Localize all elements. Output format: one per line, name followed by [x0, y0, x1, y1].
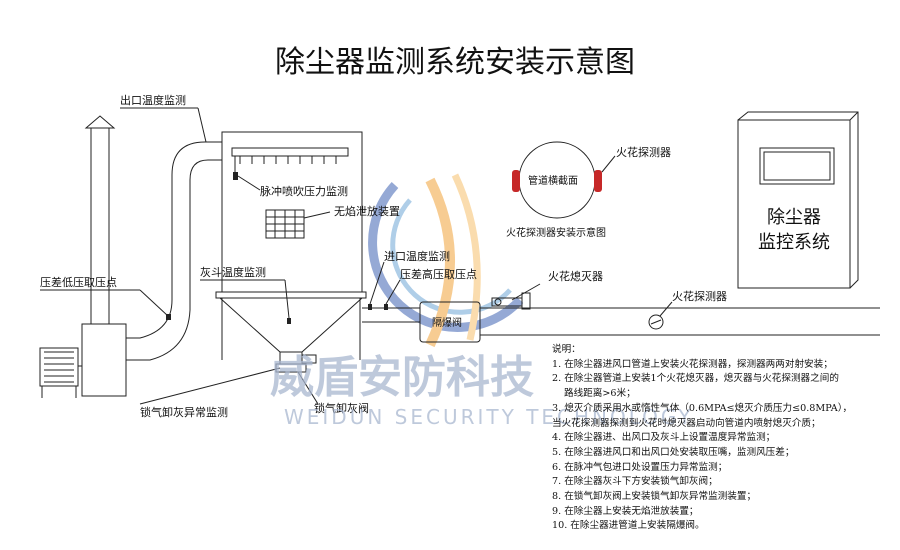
isolation-valve [419, 301, 481, 343]
notes-panel: 说明： 1. 在除尘器进风口管道上安装火花探测器，探测器两两对射安装； 2. 在… [552, 343, 897, 534]
hopper-temp-sensor [287, 318, 291, 324]
spark-detector-right [594, 170, 602, 192]
label-pipe-section: 管道横截面 [528, 174, 578, 187]
label-hopper-temp: 灰斗温度监测 [200, 265, 266, 279]
label-inlet-temp: 进口温度监测 [384, 249, 450, 263]
outlet-duct [126, 141, 222, 361]
note-item: 路线距离>6米； [564, 388, 636, 400]
cabinet-label-line1: 除尘器 [767, 207, 821, 228]
exhaust-stack [84, 115, 116, 325]
inlet-temp-sensor [368, 304, 372, 310]
watermark-text: 威盾安防科技 [270, 352, 534, 403]
label-spark-extinguisher: 火花熄灭器 [548, 269, 603, 283]
pipe-spark-detector [648, 314, 664, 330]
label-diff-low: 压差低压取压点 [40, 275, 117, 289]
pipe-cross-section [512, 141, 616, 219]
note-item: 8. 在锁气卸灰阀上安装锁气卸灰异常监测装置； [552, 491, 757, 503]
note-item: 6. 在脉冲气包进口处设置压力异常监测； [552, 461, 728, 473]
label-isolation-valve: 隔爆阀 [432, 316, 462, 329]
flameless-vent-device [265, 209, 305, 239]
label-pulse-pressure: 脉冲喷吹压力监测 [260, 184, 348, 198]
diff-high-tap [384, 304, 388, 310]
label-spark-install-caption: 火花探测器安装示意图 [506, 226, 606, 239]
note-item: 2. 在除尘器管道上安装1个火花熄灭器，熄灭器与火花探测器之间的 [552, 373, 839, 385]
label-airlock-alarm: 锁气卸灰异常监测 [140, 405, 228, 419]
label-flameless-vent: 无焰泄放装置 [334, 204, 400, 218]
note-item: 5. 在除尘器进风口和出风口处安装取压嘴，监测风压差； [552, 446, 795, 458]
note-item: 当火花探测器探测到火花时熄灭器启动向管道内喷射熄灭介质； [552, 417, 821, 429]
inlet-duct [166, 292, 880, 343]
note-item: 3. 熄灭介质采用水或惰性气体（0.6MPA≤熄灭介质压力≤0.8MPA）， [552, 402, 853, 414]
label-spark-detector-pipe: 火花探测器 [672, 290, 727, 303]
watermark-logo [368, 173, 524, 348]
diagram-title: 除尘器监测系统安装示意图 [275, 45, 635, 80]
spark-detector-left [512, 170, 520, 192]
note-item: 9. 在除尘器上安装无焰泄放装置； [552, 505, 699, 517]
label-outlet-temp: 出口温度监测 [120, 93, 186, 107]
cabinet-label-line2: 监控系统 [758, 232, 830, 253]
watermark-subtext: WEIDUN SECURITY TECHNOLOGY [284, 405, 694, 429]
label-diff-high: 压差高压取压点 [400, 267, 477, 281]
leader-lines [40, 107, 673, 405]
notes-heading: 说明： [552, 344, 581, 355]
note-item: 10. 在除尘器进管道上安装隔爆阀。 [552, 520, 705, 532]
note-item: 4. 在除尘器进、出风口及灰斗上设置温度异常监测； [552, 432, 776, 444]
diff-low-tap [166, 314, 171, 320]
note-item: 7. 在除尘器灰斗下方安装锁气卸灰阀； [552, 476, 718, 488]
note-item: 1. 在除尘器进风口管道上安装火花探测器，探测器两两对射安装； [552, 358, 833, 370]
spark-extinguisher [491, 292, 531, 310]
label-spark-detector-top: 火花探测器 [616, 146, 671, 159]
pulse-pressure-sensor [233, 172, 238, 180]
dust-collector [215, 131, 367, 373]
fan-unit [39, 323, 127, 398]
label-airlock-valve: 锁气卸灰阀 [314, 401, 369, 415]
control-cabinet [737, 111, 859, 289]
